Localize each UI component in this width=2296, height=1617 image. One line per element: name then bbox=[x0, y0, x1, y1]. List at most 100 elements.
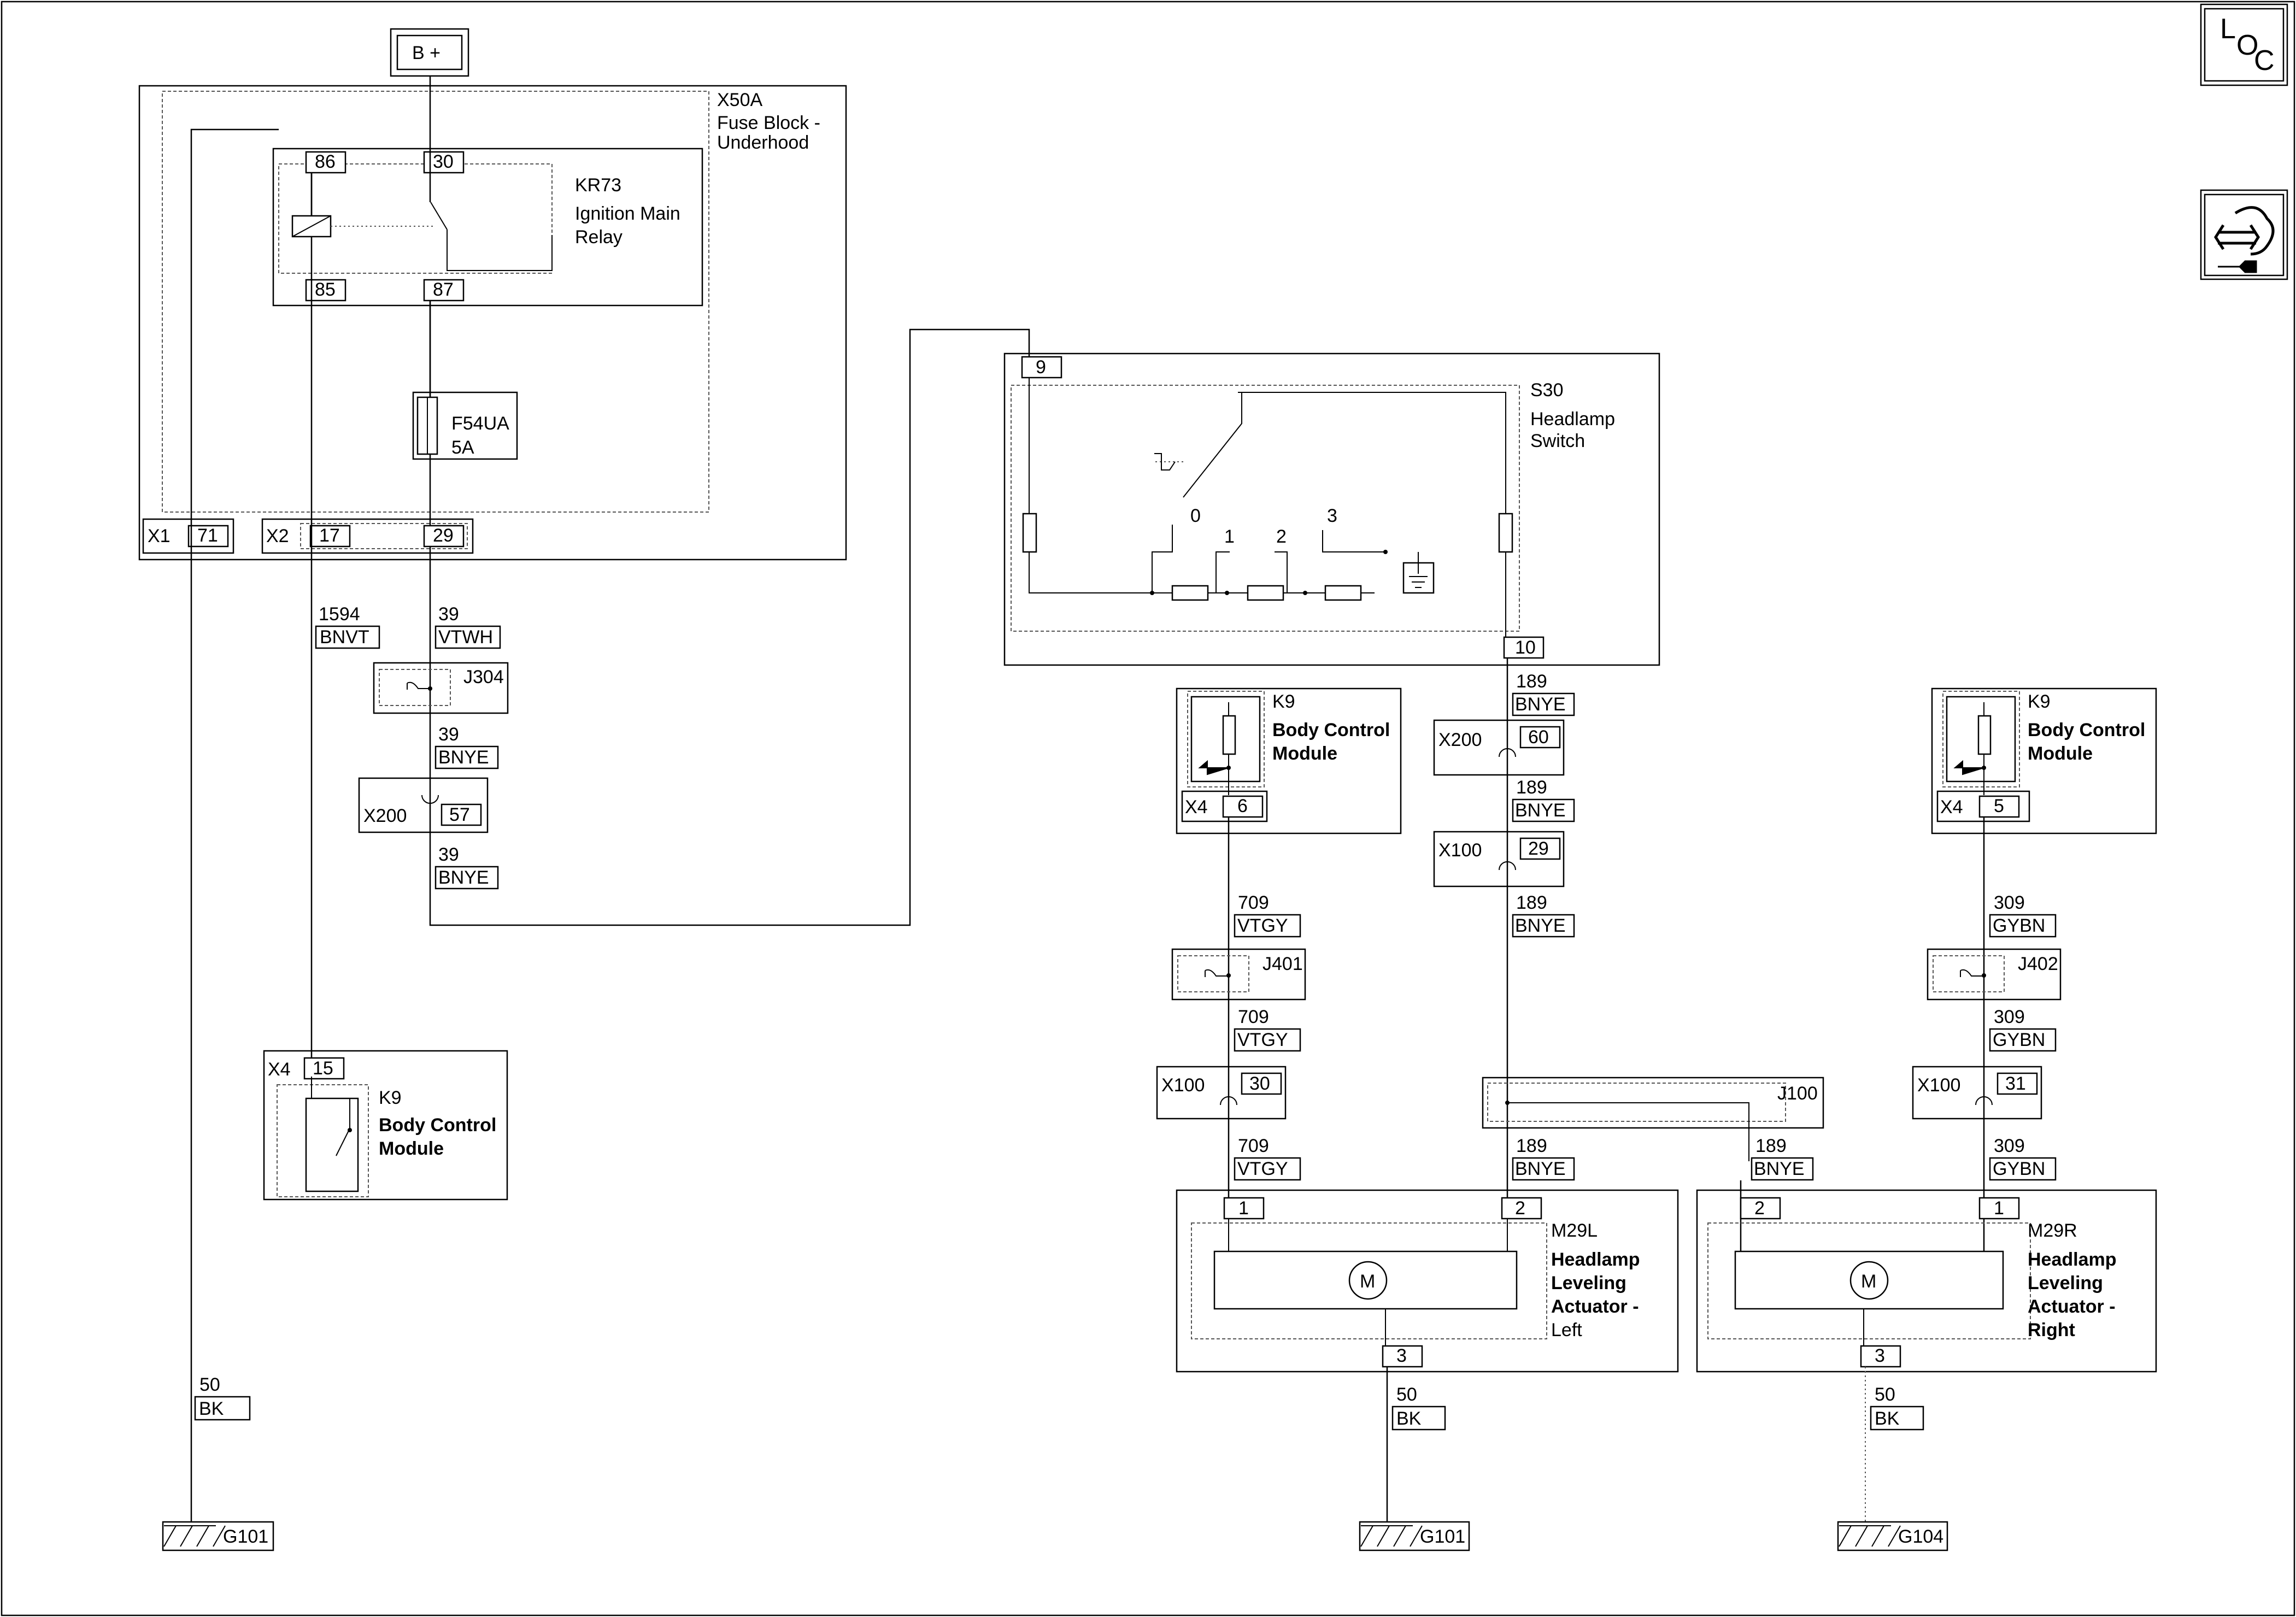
relay-pin-85-label: 85 bbox=[315, 279, 336, 300]
splice-j402-dashed bbox=[1933, 955, 2005, 992]
bcm-mid-inner bbox=[1190, 696, 1261, 783]
bcm-mid-x4-pin-label: 6 bbox=[1237, 796, 1248, 816]
wire-189b-color: BNYE bbox=[1515, 800, 1566, 821]
bcm-left-name-2: Module bbox=[379, 1138, 444, 1159]
fuse-id: F54UA bbox=[451, 413, 509, 434]
wire-189e-number: 189 bbox=[1755, 1136, 1787, 1156]
actuator-right-pin-3-label: 3 bbox=[1875, 1345, 1885, 1366]
actuator-left-pin-1 bbox=[1223, 1197, 1265, 1220]
actuator-right-pin-1-label: 1 bbox=[1994, 1198, 2004, 1219]
actuator-right-dashed bbox=[1707, 1222, 2031, 1339]
wire-50b-color-box bbox=[1391, 1406, 1446, 1431]
wire-309b-number: 309 bbox=[1994, 1007, 2025, 1027]
inline-x200-60-pin-label: 60 bbox=[1528, 727, 1549, 748]
inline-x200-60-pin bbox=[1519, 726, 1561, 749]
actuator-left-id: M29L bbox=[1551, 1220, 1598, 1241]
arrowheads-icon bbox=[2214, 224, 2260, 250]
fuse-block-name-2: Underhood bbox=[717, 132, 809, 153]
inline-x100-31-pin-label: 31 bbox=[2005, 1073, 2026, 1094]
bcm-left-dashed bbox=[277, 1084, 369, 1197]
ground-g101-left-label: G101 bbox=[223, 1526, 268, 1547]
switch-top-bus bbox=[1238, 392, 1506, 514]
splice-j401-housing bbox=[1171, 948, 1306, 1001]
wire-709b-color: VTGY bbox=[1237, 1030, 1288, 1050]
inline-x100-31 bbox=[1912, 1066, 2042, 1120]
splice-j401-node bbox=[1226, 973, 1231, 978]
wire-189a-color: BNYE bbox=[1515, 694, 1566, 715]
actuator-left-name-2: Leveling bbox=[1551, 1273, 1626, 1293]
splice-j304-housing bbox=[373, 662, 509, 714]
bcm-right-housing bbox=[1931, 687, 2157, 834]
actuator-left-motor-label: M bbox=[1360, 1271, 1375, 1292]
arrow-lines-icon bbox=[2218, 231, 2256, 245]
fuse-block-housing bbox=[138, 85, 847, 561]
relay-pin-87-label: 87 bbox=[433, 279, 454, 300]
wire-189d-color-box bbox=[1512, 1157, 1575, 1181]
switch-pin-10 bbox=[1503, 636, 1545, 659]
wire-709c-number: 709 bbox=[1238, 1136, 1269, 1156]
wire-39b-color: BNYE bbox=[438, 747, 489, 768]
wire-309c-color: GYBN bbox=[1993, 1159, 2045, 1179]
headlamp-switch-housing bbox=[1003, 352, 1660, 666]
inline-x100-29-connector-icon bbox=[1499, 861, 1516, 871]
wire-189a-number: 189 bbox=[1516, 671, 1547, 692]
wire-709c-color: VTGY bbox=[1237, 1159, 1288, 1179]
wire-309c-number: 309 bbox=[1994, 1136, 2025, 1156]
wire-189b-number: 189 bbox=[1516, 777, 1547, 798]
bcm-right-node bbox=[1982, 766, 1986, 770]
switch-node-3 bbox=[1303, 591, 1307, 595]
inline-x200-60 bbox=[1433, 719, 1565, 776]
bcm-left-switch-node bbox=[348, 1128, 352, 1132]
wire-189c-color-box bbox=[1512, 914, 1575, 938]
wire-39a-number: 39 bbox=[438, 604, 459, 625]
fuse-rating: 5A bbox=[451, 437, 474, 458]
bcm-left-x4-pin bbox=[303, 1057, 345, 1080]
wire-39a-color-box bbox=[434, 625, 501, 649]
splice-j401-dashed bbox=[1177, 955, 1249, 992]
splice-j100-housing bbox=[1482, 1077, 1824, 1129]
bcm-mid-node bbox=[1226, 766, 1231, 770]
ground-g101-mid-label: G101 bbox=[1420, 1526, 1465, 1547]
wire-709a-color: VTGY bbox=[1237, 915, 1288, 936]
ground-g104-label: G104 bbox=[1898, 1526, 1943, 1547]
bcm-right-arrow-icon bbox=[1953, 760, 1984, 775]
inline-x100-29-pin-label: 29 bbox=[1528, 838, 1549, 859]
actuator-left-name-4: Left bbox=[1551, 1320, 1582, 1340]
bcm-mid-connector bbox=[1181, 790, 1268, 822]
loc-letter-o: O bbox=[2236, 30, 2258, 61]
actuator-right-name-4: Right bbox=[2028, 1320, 2075, 1340]
relay-pin-30-label: 30 bbox=[433, 151, 454, 172]
actuator-right-pin-1 bbox=[1978, 1197, 2020, 1220]
connector-button[interactable] bbox=[2200, 189, 2288, 280]
loc-button[interactable]: L O C bbox=[2200, 3, 2288, 86]
relay-dashed-border bbox=[278, 163, 553, 274]
switch-ground-symbol-icon bbox=[1409, 552, 1428, 588]
bcm-right-dashed bbox=[1942, 691, 2020, 787]
inline-x100-30-pin bbox=[1241, 1072, 1282, 1095]
connector-x1 bbox=[142, 518, 234, 554]
wire-309a-color-box bbox=[1989, 914, 2057, 938]
bcm-right-name-1: Body Control bbox=[2028, 720, 2145, 740]
inline-x100-31-pin bbox=[1996, 1072, 2038, 1095]
splice-j304-label: J304 bbox=[463, 667, 504, 687]
wire-189b-color-box bbox=[1512, 798, 1575, 822]
switch-node-2 bbox=[1225, 591, 1229, 595]
splice-j401-icon bbox=[1205, 969, 1227, 977]
wire-709a-color-box bbox=[1234, 914, 1301, 938]
loc-icon-inner bbox=[2204, 8, 2285, 82]
loc-icon bbox=[2200, 3, 2288, 86]
bcm-left-x4-pin-label: 15 bbox=[313, 1058, 333, 1079]
splice-j100-label: J100 bbox=[1777, 1083, 1818, 1104]
inline-x200-57-label: X200 bbox=[363, 805, 407, 826]
wire-39b-number: 39 bbox=[438, 724, 459, 745]
wire-39b-color-box bbox=[434, 745, 499, 769]
inline-x100-29 bbox=[1433, 831, 1565, 887]
bcm-mid-housing bbox=[1176, 687, 1402, 834]
bcm-mid-name-1: Body Control bbox=[1272, 720, 1390, 740]
connector-x2-pin-29-label: 29 bbox=[433, 525, 454, 546]
wire-189e-color: BNYE bbox=[1754, 1159, 1805, 1179]
actuator-right-pin-2 bbox=[1740, 1197, 1781, 1220]
ground-g101-mid-icon bbox=[1360, 1525, 1423, 1547]
bcm-right-x4-pin bbox=[1978, 795, 2020, 818]
actuator-right-id: M29R bbox=[2028, 1220, 2077, 1241]
